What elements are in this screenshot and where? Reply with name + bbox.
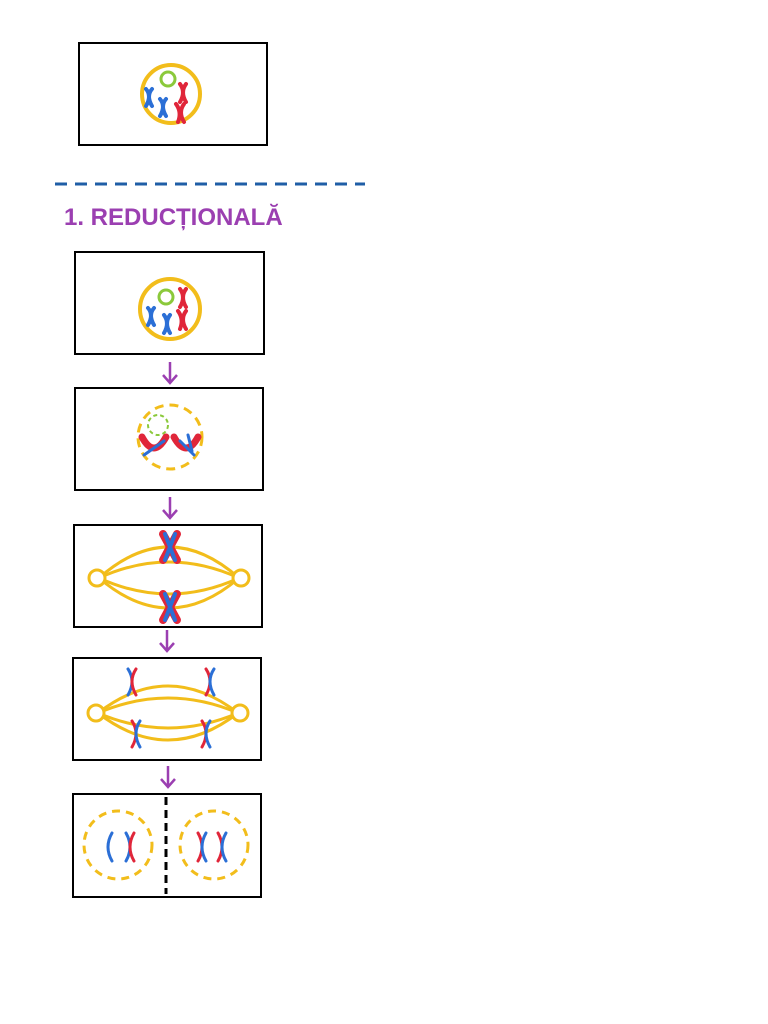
chromosome-moving-left <box>126 667 142 749</box>
section-title: 1. REDUCȚIONALĂ <box>64 204 283 231</box>
centrosome-left <box>86 703 106 723</box>
centrosome-left <box>87 568 107 588</box>
centrosome-right <box>230 703 250 723</box>
down-arrow-icon <box>162 497 178 520</box>
prophase-diagram <box>136 403 204 471</box>
cell-diagram <box>140 63 202 125</box>
chromosomes-right <box>196 831 228 863</box>
stage-panel-telophase <box>72 793 262 898</box>
centrosome-right <box>231 568 251 588</box>
spindle <box>97 684 239 742</box>
chromosome-red <box>176 287 188 331</box>
chromosome-blue <box>146 306 172 335</box>
chromosome-red <box>174 82 188 124</box>
down-arrow-icon <box>160 766 176 789</box>
chromosome-blue <box>144 87 168 118</box>
nuclear-membrane <box>138 277 202 341</box>
chromosome-moving-right <box>200 667 216 749</box>
daughter-nucleus-left <box>82 809 154 881</box>
stage-panel-prophase <box>74 387 264 491</box>
stage-panel-metaphase <box>73 524 263 628</box>
nuclear-membrane-dissolving <box>136 403 204 471</box>
chromosomes-left <box>106 831 136 863</box>
tetrad-bottom <box>159 590 181 624</box>
daughter-nucleus-right <box>178 809 250 881</box>
metaphase-diagram <box>87 530 251 624</box>
section-divider <box>55 182 365 186</box>
telophase-diagram <box>82 797 250 894</box>
nucleolus-dissolving <box>147 414 169 436</box>
nucleolus <box>159 70 177 88</box>
anaphase-diagram <box>86 667 250 749</box>
chromosomes-condensed <box>138 433 202 457</box>
tetrad-top <box>159 530 181 564</box>
stage-panel-interphase <box>74 251 265 355</box>
stage-panel-anaphase <box>72 657 262 761</box>
cell-panel-top <box>78 42 268 146</box>
down-arrow-icon <box>162 362 178 385</box>
down-arrow-icon <box>159 630 175 653</box>
nucleolus <box>157 288 175 306</box>
interphase-diagram <box>138 277 202 341</box>
nuclear-membrane <box>140 63 202 125</box>
